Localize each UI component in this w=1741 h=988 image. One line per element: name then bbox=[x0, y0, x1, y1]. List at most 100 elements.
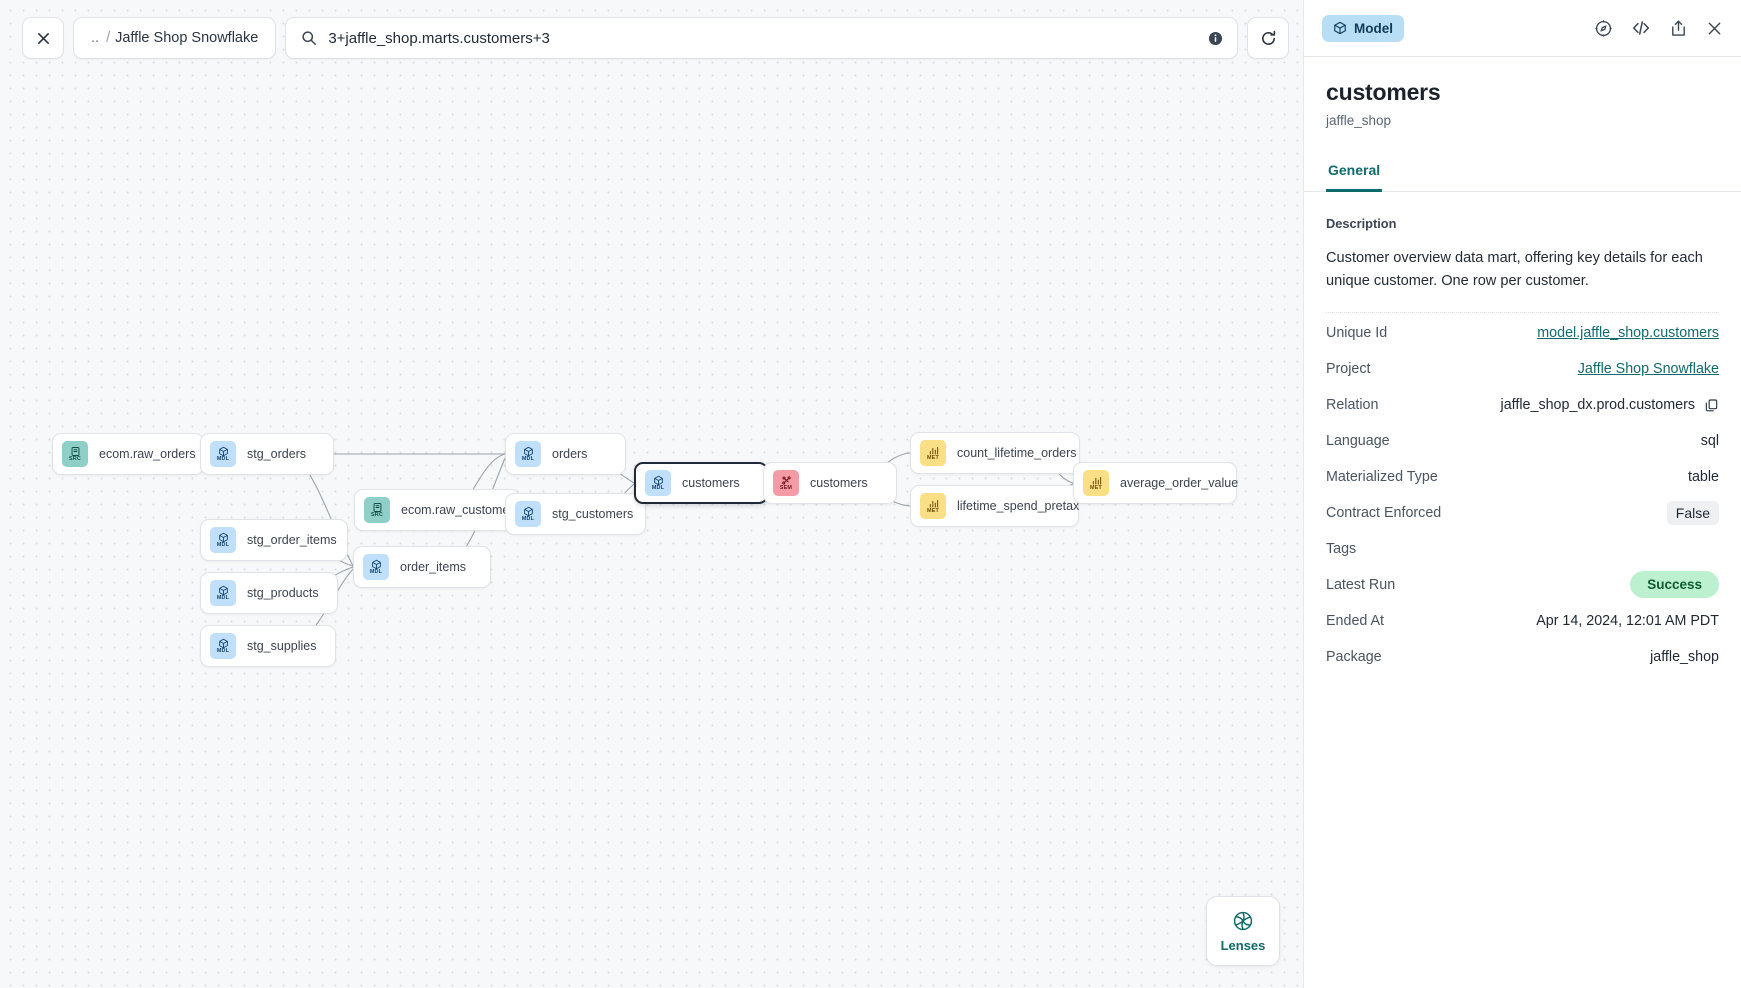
node-label: orders bbox=[552, 447, 588, 461]
detail-key: Tags bbox=[1326, 541, 1357, 558]
breadcrumb-project: Jaffle Shop Snowflake bbox=[115, 30, 259, 46]
details-tabs: General bbox=[1304, 156, 1741, 192]
details-panel-header: Model bbox=[1304, 0, 1741, 57]
graph-node-lifetime_spend_pretax[interactable]: MET lifetime_spend_pretax bbox=[910, 485, 1079, 527]
lineage-search-box[interactable]: 3+jaffle_shop.marts.customers+3 bbox=[285, 17, 1239, 59]
graph-node-customers_mdl[interactable]: MDL customers bbox=[634, 462, 768, 504]
node-type-badge-mdl-icon: MDL bbox=[363, 554, 389, 580]
detail-key: Unique Id bbox=[1326, 325, 1388, 342]
detail-value-chip: False bbox=[1666, 500, 1719, 525]
tab-general[interactable]: General bbox=[1326, 156, 1383, 192]
search-icon bbox=[301, 30, 317, 46]
graph-node-count_lifetime_orders[interactable]: MET count_lifetime_orders bbox=[910, 432, 1080, 474]
code-icon[interactable] bbox=[1631, 18, 1651, 38]
detail-key: Relation bbox=[1326, 397, 1379, 414]
detail-row: Project Jaffle Shop Snowflake bbox=[1326, 351, 1719, 387]
details-panel-title-block: customers jaffle_shop bbox=[1304, 57, 1741, 128]
detail-key: Latest Run bbox=[1326, 577, 1396, 594]
breadcrumb-separator: / bbox=[106, 30, 111, 46]
status-badge: Success bbox=[1630, 571, 1719, 599]
node-type-badge-mdl-icon: MDL bbox=[515, 441, 541, 467]
node-label: stg_order_items bbox=[247, 533, 337, 547]
detail-key: Project bbox=[1326, 361, 1371, 378]
cube-icon bbox=[1333, 21, 1347, 35]
detail-row: Unique Id model.jaffle_shop.customers bbox=[1326, 315, 1719, 351]
detail-value: jaffle_shop bbox=[1650, 649, 1719, 666]
lenses-button[interactable]: Lenses bbox=[1206, 896, 1280, 966]
refresh-button[interactable] bbox=[1247, 17, 1290, 59]
node-type-badge-mdl-icon: MDL bbox=[515, 501, 541, 527]
canvas-toolbar: .. / Jaffle Shop Snowflake 3+jaffle_shop… bbox=[22, 17, 1290, 59]
node-label: ecom.raw_orders bbox=[99, 447, 196, 461]
section-divider bbox=[1326, 312, 1719, 314]
search-input[interactable]: 3+jaffle_shop.marts.customers+3 bbox=[328, 29, 550, 47]
graph-node-stg_supplies[interactable]: MDL stg_supplies bbox=[200, 625, 336, 667]
detail-key: Materialized Type bbox=[1326, 469, 1438, 486]
node-label: stg_supplies bbox=[247, 639, 317, 653]
node-type-badge-met-icon: MET bbox=[920, 493, 946, 519]
node-type-badge-mdl-icon: MDL bbox=[645, 470, 671, 496]
node-label: average_order_value bbox=[1120, 476, 1239, 490]
close-icon bbox=[36, 31, 51, 46]
info-icon[interactable] bbox=[1208, 31, 1223, 46]
share-icon[interactable] bbox=[1669, 19, 1688, 38]
node-type-badge-mdl-icon: MDL bbox=[210, 580, 236, 606]
graph-node-average_order_value[interactable]: MET average_order_value bbox=[1073, 462, 1239, 504]
detail-row: Contract Enforced False bbox=[1326, 495, 1719, 531]
detail-value: sql bbox=[1700, 433, 1719, 450]
graph-node-stg_orders[interactable]: MDL stg_orders bbox=[200, 433, 334, 475]
node-label: stg_orders bbox=[247, 447, 307, 461]
refresh-icon bbox=[1260, 30, 1277, 47]
page-title: customers bbox=[1326, 79, 1441, 105]
close-icon[interactable] bbox=[1706, 20, 1723, 37]
resource-type-chip[interactable]: Model bbox=[1322, 14, 1404, 42]
breadcrumb[interactable]: .. / Jaffle Shop Snowflake bbox=[73, 17, 277, 59]
details-panel: Model bbox=[1303, 0, 1741, 988]
detail-row: Language sql bbox=[1326, 423, 1719, 459]
graph-node-orders[interactable]: MDL orders bbox=[505, 433, 626, 475]
compass-icon[interactable] bbox=[1594, 19, 1613, 38]
detail-key: Language bbox=[1326, 433, 1390, 450]
node-type-badge-met-icon: MET bbox=[1083, 470, 1109, 496]
contract-enforced-badge: False bbox=[1666, 500, 1719, 525]
page-subtitle: jaffle_shop bbox=[1326, 113, 1392, 128]
detail-row: Latest Run Success bbox=[1326, 567, 1719, 603]
node-type-badge-sem-icon: SEM bbox=[773, 470, 799, 496]
graph-node-stg_products[interactable]: MDL stg_products bbox=[200, 572, 338, 614]
description-label: Description bbox=[1326, 216, 1397, 231]
description-text: Customer overview data mart, offering ke… bbox=[1326, 250, 1703, 289]
graph-node-stg_order_items[interactable]: MDL stg_order_items bbox=[200, 519, 348, 561]
node-label: customers bbox=[682, 476, 740, 490]
node-type-badge-mdl-icon: MDL bbox=[210, 441, 236, 467]
detail-key: Contract Enforced bbox=[1326, 505, 1442, 522]
detail-value-link[interactable]: Jaffle Shop Snowflake bbox=[1577, 361, 1719, 378]
close-lineage-button[interactable] bbox=[22, 17, 64, 59]
node-label: lifetime_spend_pretax bbox=[957, 499, 1080, 513]
detail-value-link[interactable]: jaffle_shop_dx.prod.customers bbox=[1500, 397, 1695, 414]
node-label: count_lifetime_orders bbox=[957, 446, 1077, 460]
detail-row: Relation jaffle_shop_dx.prod.customers bbox=[1326, 387, 1719, 423]
node-type-badge-met-icon: MET bbox=[920, 440, 946, 466]
detail-value-status: Success bbox=[1630, 571, 1719, 599]
node-label: stg_products bbox=[247, 586, 319, 600]
detail-value-link[interactable]: model.jaffle_shop.customers bbox=[1537, 325, 1719, 342]
node-type-badge-mdl-icon: MDL bbox=[210, 633, 236, 659]
details-panel-body: Description Customer overview data mart,… bbox=[1304, 192, 1741, 988]
lineage-canvas[interactable]: .. / Jaffle Shop Snowflake 3+jaffle_shop… bbox=[0, 0, 1303, 988]
node-label: ecom.raw_customers bbox=[401, 503, 520, 517]
node-type-badge-mdl-icon: MDL bbox=[210, 527, 236, 553]
copy-icon[interactable] bbox=[1704, 398, 1719, 413]
breadcrumb-parent: .. bbox=[91, 30, 100, 46]
aperture-icon bbox=[1232, 910, 1254, 932]
